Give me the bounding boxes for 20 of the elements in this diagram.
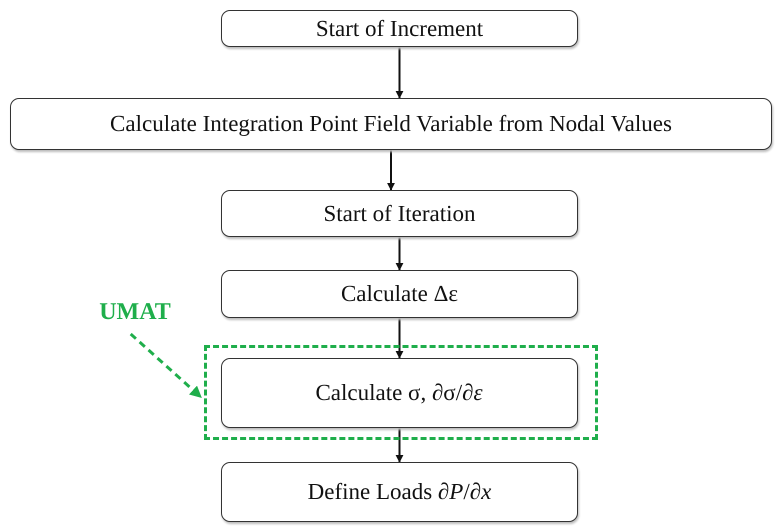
arrow bbox=[130, 332, 202, 398]
process-box bbox=[221, 462, 578, 522]
arrow bbox=[396, 237, 404, 271]
group-label: UMAT bbox=[99, 298, 171, 326]
arrow bbox=[396, 428, 404, 463]
box-label: Define Loads ∂P/∂x bbox=[308, 479, 492, 505]
arrow bbox=[396, 47, 404, 99]
dashed-group-box bbox=[204, 345, 598, 440]
arrow bbox=[387, 150, 395, 191]
box-label: Calculate Δε bbox=[340, 281, 458, 307]
box-label: Start of Increment bbox=[316, 16, 484, 42]
process-box bbox=[221, 270, 578, 318]
process-box bbox=[220, 358, 578, 428]
arrow bbox=[396, 318, 404, 359]
process-box bbox=[221, 190, 578, 237]
box-label: Start of Iteration bbox=[323, 200, 476, 226]
box-label: Calculate σ, ∂σ/∂ε bbox=[315, 380, 483, 406]
process-box bbox=[221, 10, 578, 47]
box-label: Calculate Integration Point Field Variable from Nodal Values bbox=[110, 111, 672, 137]
process-box bbox=[10, 98, 772, 150]
